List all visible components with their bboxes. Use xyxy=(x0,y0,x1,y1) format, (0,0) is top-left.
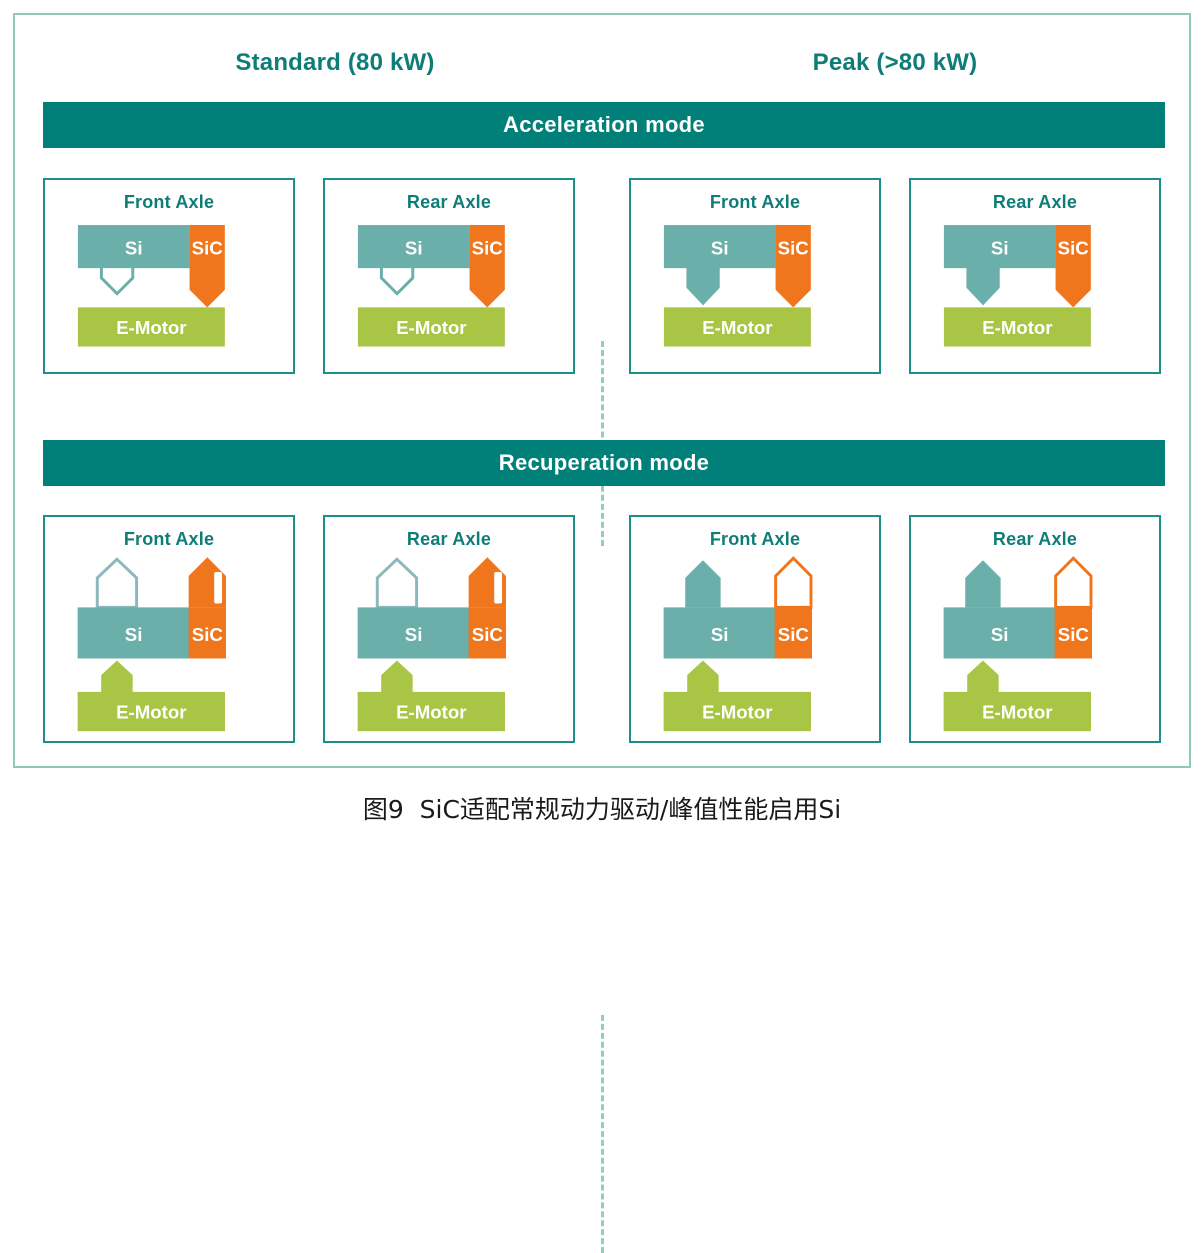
si-block xyxy=(357,607,470,659)
sic-label: SiC xyxy=(472,237,503,258)
diagram-peak-front-recuperation: Si SiC E-Motor xyxy=(663,556,813,732)
panel-peak-rear-acceleration: Rear Axle Si SiC E-Motor xyxy=(909,178,1161,374)
panel-title: Rear Axle xyxy=(992,529,1078,549)
sic-arrow-hollow-up xyxy=(774,556,813,609)
sic-block xyxy=(468,607,506,659)
emotor-label: E-Motor xyxy=(702,317,772,338)
panel-std-rear-recuperation: Rear Axle Si SiC E-Motor xyxy=(323,515,575,743)
emotor-label: E-Motor xyxy=(396,317,466,338)
column-heading-peak: Peak (>80 kW) xyxy=(812,49,978,76)
si-label: Si xyxy=(711,237,729,258)
panel-title: Rear Axle xyxy=(406,529,492,549)
panel-std-rear-acceleration: Rear Axle Si SiC E-Motor xyxy=(323,178,575,374)
emotor-label: E-Motor xyxy=(982,317,1052,338)
sic-label: SiC xyxy=(192,624,223,645)
emotor-label: E-Motor xyxy=(982,701,1052,722)
si-block xyxy=(663,607,776,659)
emotor-block xyxy=(77,691,225,732)
sic-label: SiC xyxy=(778,237,809,258)
emotor-arrow-solid-up xyxy=(687,660,719,694)
si-arrow-hollow-up xyxy=(95,557,139,609)
sic-arrow-solid-down xyxy=(469,225,505,308)
sic-label: SiC xyxy=(192,237,223,258)
sic-arrow-notch xyxy=(214,572,223,604)
emotor-label: E-Motor xyxy=(116,317,186,338)
diagram-std-front-recuperation: Si SiC E-Motor xyxy=(77,557,226,732)
sic-arrow-solid-down xyxy=(189,225,225,308)
panel-title: Front Axle xyxy=(123,529,215,549)
sic-arrow-solid-down xyxy=(775,225,811,308)
emotor-block xyxy=(357,691,505,732)
si-arrow-solid-up xyxy=(685,560,721,608)
sic-label: SiC xyxy=(472,624,503,645)
diagram-std-front-acceleration: Si SiC E-Motor xyxy=(77,225,225,347)
diagram-peak-rear-recuperation: Si SiC E-Motor xyxy=(943,556,1093,732)
emotor-label: E-Motor xyxy=(702,701,772,722)
sic-block xyxy=(1054,607,1092,659)
emotor-label: E-Motor xyxy=(396,701,466,722)
panel-title: Front Axle xyxy=(123,192,215,212)
si-block xyxy=(663,225,776,269)
panel-std-front-acceleration: Front Axle Si SiC E-Motor xyxy=(43,178,295,374)
sic-arrow-notch xyxy=(494,572,503,604)
si-label: Si xyxy=(125,237,143,258)
si-block xyxy=(77,607,190,659)
sic-label: SiC xyxy=(1058,237,1089,258)
sic-label: SiC xyxy=(778,624,809,645)
emotor-block xyxy=(663,307,811,347)
panel-peak-rear-recuperation: Rear Axle Si SiC E-Motor xyxy=(909,515,1161,743)
si-block xyxy=(357,225,470,269)
emotor-arrow-solid-up xyxy=(101,660,133,694)
diagram-std-rear-acceleration: Si SiC E-Motor xyxy=(357,225,505,347)
figure-caption: 图9 SiC适配常规动力驱动/峰值性能启用Si xyxy=(362,795,842,824)
recuperation-panel-row: Front Axle Si SiC E-Motor Rear A xyxy=(15,515,1193,1253)
sic-block xyxy=(188,607,226,659)
panel-title: Front Axle xyxy=(709,192,801,212)
emotor-block xyxy=(943,307,1091,347)
acceleration-panel-row: Front Axle Si SiC E-Motor Rear Axle xyxy=(15,178,1193,546)
sic-label: SiC xyxy=(1058,624,1089,645)
diagram-peak-rear-acceleration: Si SiC E-Motor xyxy=(943,225,1091,347)
sic-arrow-hollow-up xyxy=(1054,556,1093,609)
panel-title: Rear Axle xyxy=(992,192,1078,212)
emotor-block xyxy=(943,691,1091,732)
si-block xyxy=(943,607,1056,659)
sic-arrow-solid-down xyxy=(1055,225,1091,308)
si-arrow-solid-up xyxy=(965,560,1001,608)
emotor-block xyxy=(357,307,505,347)
si-label: Si xyxy=(711,624,729,645)
sic-block xyxy=(774,607,812,659)
si-label: Si xyxy=(125,624,143,645)
si-label: Si xyxy=(405,237,423,258)
panel-title: Front Axle xyxy=(709,529,801,549)
column-divider-recuperation xyxy=(601,1015,604,1253)
emotor-arrow-solid-up xyxy=(381,660,413,694)
si-label: Si xyxy=(991,624,1009,645)
mode-bar-recuperation: Recuperation mode xyxy=(43,440,1165,486)
diagram-peak-front-acceleration: Si SiC E-Motor xyxy=(663,225,811,347)
panel-peak-front-acceleration: Front Axle Si SiC E-Motor xyxy=(629,178,881,374)
si-arrow-hollow-up xyxy=(375,557,419,609)
si-label: Si xyxy=(991,237,1009,258)
si-label: Si xyxy=(405,624,423,645)
emotor-arrow-solid-up xyxy=(967,660,999,694)
panel-std-front-recuperation: Front Axle Si SiC E-Motor xyxy=(43,515,295,743)
emotor-block xyxy=(77,307,225,347)
emotor-block xyxy=(663,691,811,732)
si-block xyxy=(943,225,1056,269)
mode-bar-acceleration: Acceleration mode xyxy=(43,102,1165,148)
panel-peak-front-recuperation: Front Axle Si SiC E-Motor xyxy=(629,515,881,743)
emotor-label: E-Motor xyxy=(116,701,186,722)
column-heading-standard: Standard (80 kW) xyxy=(235,49,435,76)
panel-title: Rear Axle xyxy=(406,192,492,212)
si-block xyxy=(77,225,190,269)
diagram-std-rear-recuperation: Si SiC E-Motor xyxy=(357,557,506,732)
figure-frame: Standard (80 kW) Peak (>80 kW) Accelerat… xyxy=(13,13,1193,1253)
